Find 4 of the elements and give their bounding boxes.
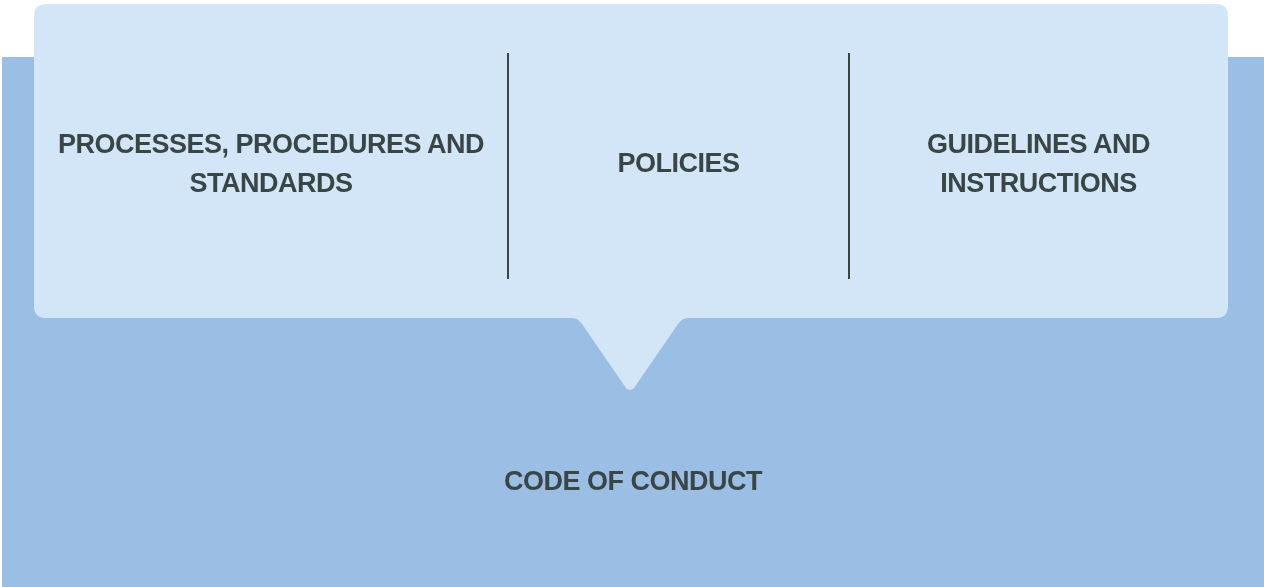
column-heading: PROCESSES, PROCEDURES AND STANDARDS: [56, 127, 486, 200]
column-heading: POLICIES: [617, 147, 740, 181]
column-heading: GUIDELINES AND INSTRUCTIONS: [926, 127, 1151, 200]
band-title: CODE OF CONDUCT: [503, 465, 764, 498]
